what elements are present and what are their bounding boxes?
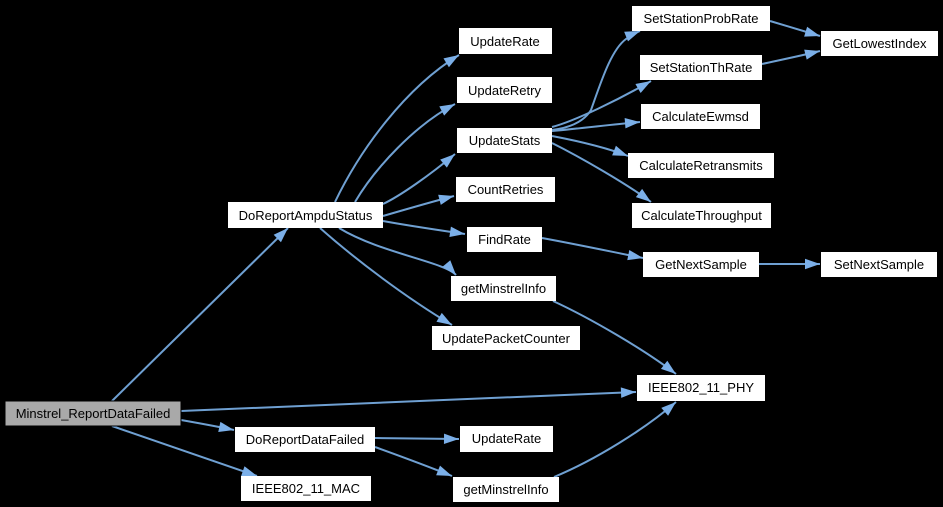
svg-text:CalculateRetransmits: CalculateRetransmits (639, 158, 763, 173)
svg-text:getMinstrelInfo: getMinstrelInfo (463, 482, 548, 497)
svg-text:IEEE802_11_PHY: IEEE802_11_PHY (648, 380, 754, 395)
svg-text:DoReportDataFailed: DoReportDataFailed (246, 432, 365, 447)
svg-text:IEEE802_11_MAC: IEEE802_11_MAC (252, 481, 360, 496)
svg-text:SetNextSample: SetNextSample (834, 257, 924, 272)
svg-text:UpdateStats: UpdateStats (469, 133, 541, 148)
svg-text:UpdateRate: UpdateRate (472, 431, 541, 446)
svg-text:UpdateRate: UpdateRate (470, 34, 539, 49)
svg-text:SetStationThRate: SetStationThRate (650, 60, 753, 75)
svg-text:GetLowestIndex: GetLowestIndex (833, 36, 927, 51)
svg-text:getMinstrelInfo: getMinstrelInfo (461, 281, 546, 296)
svg-text:GetNextSample: GetNextSample (655, 257, 747, 272)
svg-text:CountRetries: CountRetries (468, 182, 544, 197)
svg-text:UpdateRetry: UpdateRetry (468, 83, 541, 98)
svg-text:Minstrel_ReportDataFailed: Minstrel_ReportDataFailed (16, 406, 171, 421)
svg-text:SetStationProbRate: SetStationProbRate (644, 11, 759, 26)
svg-text:DoReportAmpduStatus: DoReportAmpduStatus (239, 208, 373, 223)
svg-text:UpdatePacketCounter: UpdatePacketCounter (442, 331, 571, 346)
svg-text:FindRate: FindRate (478, 232, 531, 247)
svg-text:CalculateThroughput: CalculateThroughput (641, 208, 762, 223)
svg-text:CalculateEwmsd: CalculateEwmsd (652, 109, 749, 124)
